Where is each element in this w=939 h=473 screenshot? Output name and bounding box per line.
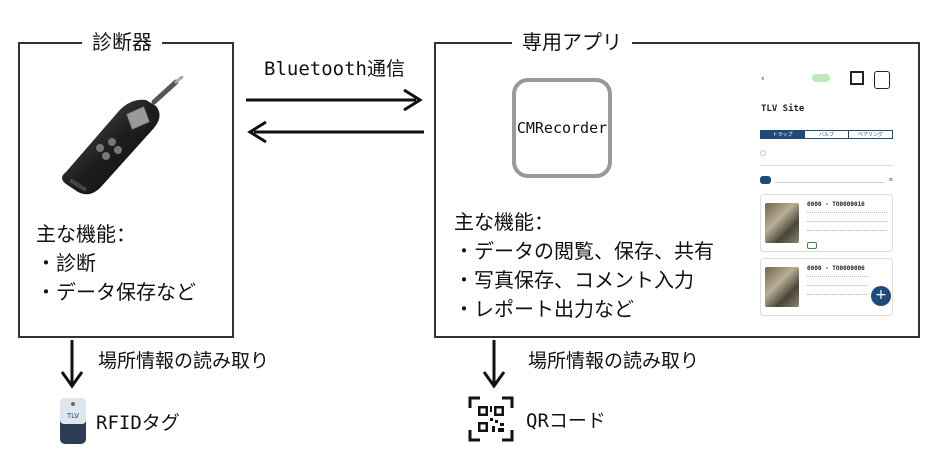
rfid-tag-label: RFIDタグ	[96, 412, 180, 434]
list-item: 0000 - TO0000006	[760, 258, 893, 316]
item-id: 0000 - TO0000016	[807, 201, 865, 208]
tab-bearing: ベアリング	[848, 131, 892, 138]
app-screenshot: ‹ TLV Site トラップ バルブ ベアリング ○ ≡ 0000 - TO0…	[757, 60, 897, 322]
list-item: 0000 - TO0000016	[760, 194, 893, 252]
search-icon: ○	[760, 149, 893, 166]
photo-thumbnail	[765, 203, 799, 243]
right-read-caption: 場所情報の読み取り	[528, 350, 700, 372]
arrow-down-icon	[482, 340, 506, 389]
app-features-heading: 主な機能：	[454, 210, 554, 234]
photo-thumbnail	[765, 267, 799, 307]
tab-trap: トラップ	[761, 131, 804, 138]
bluetooth-label: Bluetooth通信	[264, 58, 405, 80]
add-button: +	[871, 286, 891, 306]
device-feature-item: ・データ保存など	[36, 280, 196, 304]
left-read-caption: 場所情報の読み取り	[98, 350, 270, 372]
sort-icon: ≡	[888, 177, 893, 183]
site-title: TLV Site	[761, 104, 805, 114]
app-feature-item: ・写真保存、コメント入力	[454, 268, 694, 292]
device-features-heading: 主な機能：	[36, 222, 136, 246]
svg-text:TLV: TLV	[66, 412, 79, 420]
app-frame-title: 専用アプリ	[512, 30, 632, 54]
filter-row: ≡	[760, 176, 893, 184]
device-frame-title: 診断器	[82, 30, 162, 54]
app-feature-item: ・データの閲覧、保存、共有	[454, 239, 714, 263]
status-badge	[807, 242, 817, 249]
arrow-right-icon	[246, 88, 423, 112]
device-feature-item: ・診断	[36, 251, 96, 275]
tab-valve: バルブ	[804, 131, 848, 138]
qr-code-label: QRコード	[526, 410, 606, 432]
diagnostic-device-image	[62, 76, 184, 195]
connection-pill	[812, 74, 830, 82]
app-features: 主な機能： ・データの閲覧、保存、共有 ・写真保存、コメント入力 ・レポート出力…	[454, 208, 714, 324]
back-icon: ‹	[761, 74, 765, 84]
status-bar	[761, 62, 893, 68]
rfid-scan-icon	[874, 71, 890, 89]
qr-code-icon	[468, 396, 514, 442]
arrow-down-icon	[60, 340, 84, 389]
app-feature-item: ・レポート出力など	[454, 297, 634, 321]
device-features: 主な機能： ・診断 ・データ保存など	[36, 220, 196, 307]
rfid-tag-icon: TLV	[60, 398, 86, 444]
qr-scan-icon	[850, 71, 864, 85]
app-icon-label: CMRecorder	[516, 119, 608, 137]
filter-button	[760, 176, 771, 184]
tab-bar: トラップ バルブ ベアリング	[760, 130, 893, 139]
app-frame	[434, 42, 920, 338]
cmrecorder-app-icon: CMRecorder	[512, 78, 612, 178]
item-id: 0000 - TO0000006	[807, 265, 865, 272]
arrow-left-icon	[247, 120, 424, 144]
